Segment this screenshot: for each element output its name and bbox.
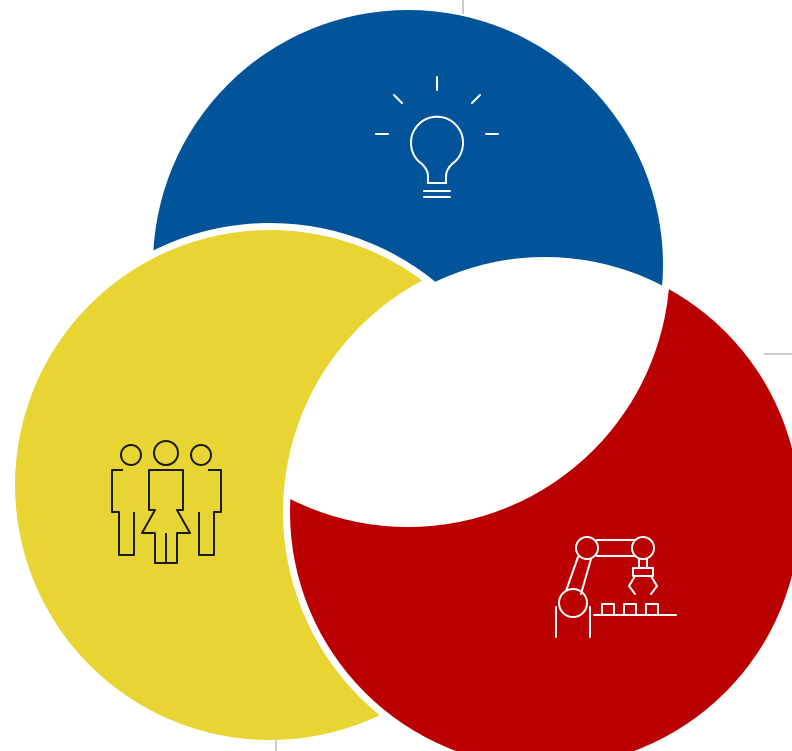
robotic-arm-icon [555,536,677,638]
people-group-icon [111,440,222,564]
lightbulb-icon [375,76,499,198]
